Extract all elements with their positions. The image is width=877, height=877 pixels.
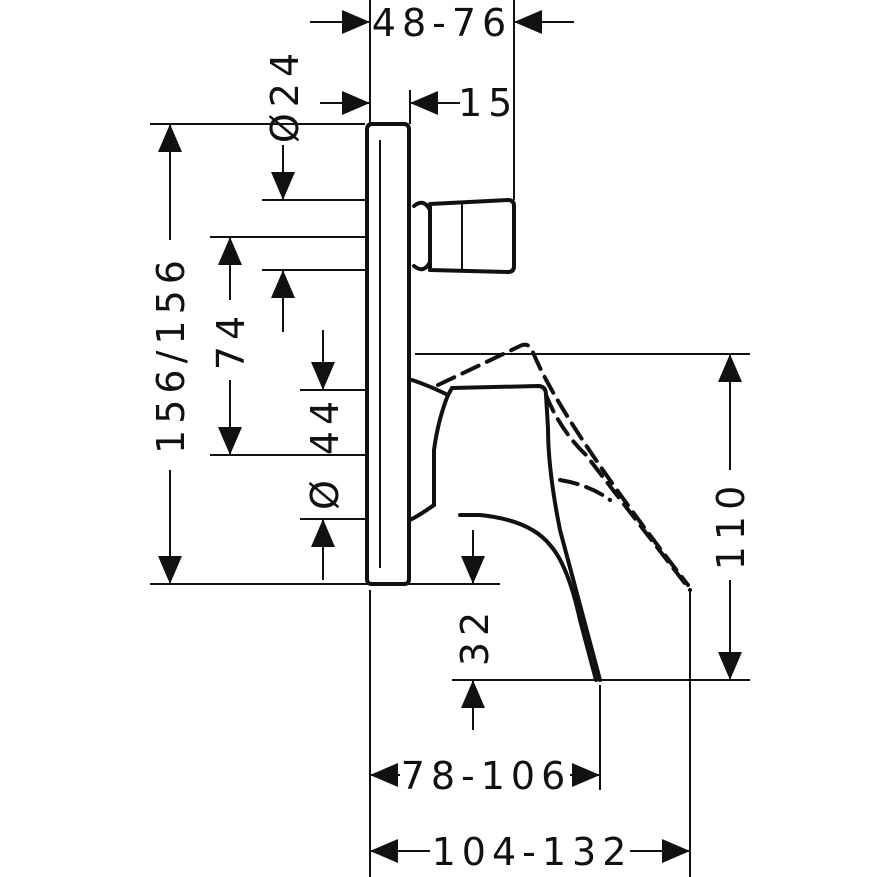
- label-44: 44: [303, 395, 347, 455]
- wall-plate: [365, 122, 411, 586]
- dimension-156-line: [158, 124, 182, 584]
- lever-handle: [408, 378, 602, 682]
- dimension-104-132-line: [370, 839, 690, 863]
- label-104-132: 104-132: [432, 830, 633, 874]
- diverter-knob: [412, 198, 516, 274]
- label-110: 110: [709, 480, 753, 571]
- dimension-74-line: [218, 237, 242, 455]
- dimension-48-76-line: [310, 10, 574, 34]
- label-32: 32: [453, 606, 497, 666]
- dimension-32-line: [461, 530, 485, 730]
- label-156-156: 156/156: [149, 254, 193, 454]
- dimension-78-106-line: [370, 763, 600, 787]
- label-74: 74: [209, 310, 253, 370]
- label-78-106: 78-106: [401, 754, 572, 798]
- extension-lines: [150, 0, 750, 877]
- label-15: 15: [458, 81, 518, 125]
- label-dia: Ø: [303, 474, 347, 510]
- label-dia24: Ø24: [263, 47, 307, 143]
- dimension-15-line: [320, 91, 460, 115]
- dimension-44-line: [311, 330, 335, 580]
- label-48-76: 48-76: [372, 1, 512, 45]
- lever-handle-open-position: [436, 342, 692, 592]
- dimension-110-line: [718, 354, 742, 680]
- dimension-dia24-line: [271, 145, 295, 332]
